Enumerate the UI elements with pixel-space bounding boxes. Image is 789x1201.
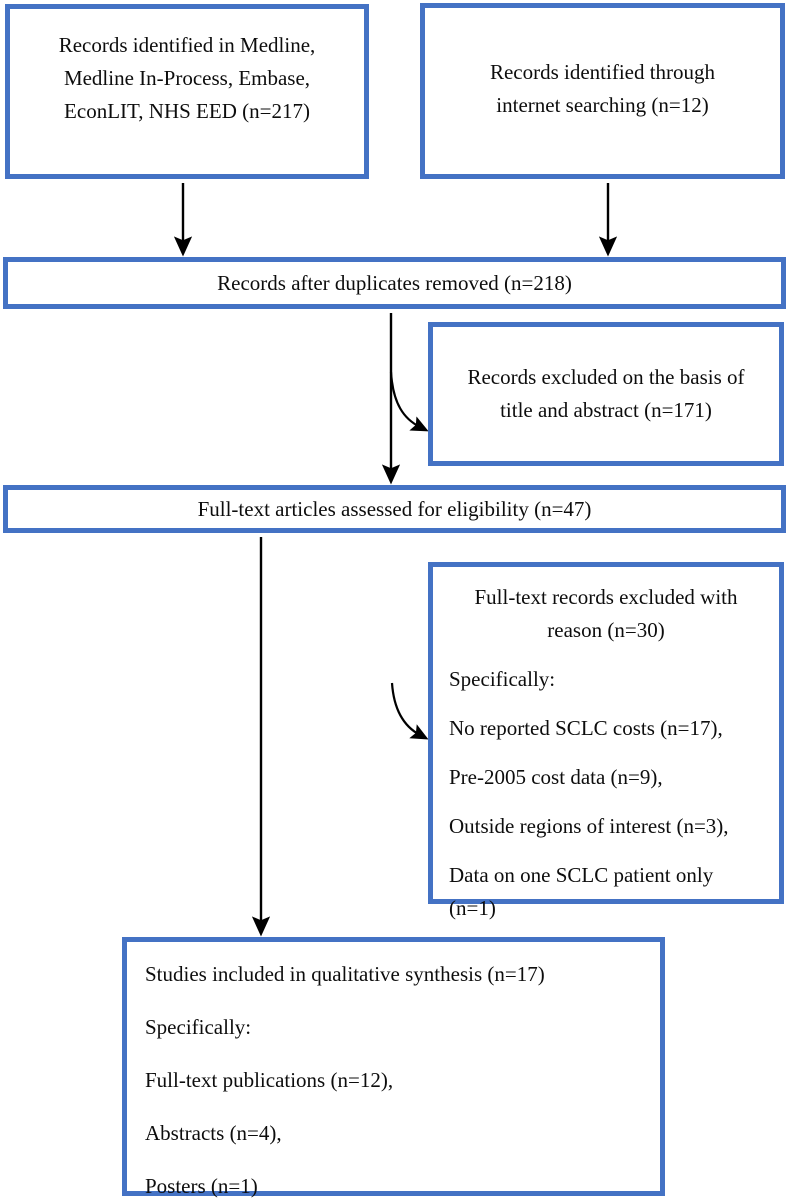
box-reason-line: Pre-2005 cost data (n=9),: [449, 765, 663, 789]
arrow-curved-to-excluded-with-reason: [390, 682, 429, 740]
box-fulltext-records-excluded-with-reason: Full-text records excluded with reason (…: [428, 562, 784, 920]
box-line: Specifically:: [145, 1015, 252, 1039]
box-reason-line: Data on one SCLC patient only (n=1): [449, 863, 719, 920]
box-line: Medline In-Process, Embase,: [63, 66, 311, 90]
box-line: Records identified through: [489, 60, 716, 84]
box-line: Records identified in Medline,: [58, 33, 316, 57]
box-reason-line: Specifically:: [449, 667, 556, 691]
box-records-excluded-title-abstract: Records excluded on the basis of title a…: [428, 322, 784, 466]
box-reason-line: No reported SCLC costs (n=17),: [449, 716, 723, 740]
box-records-identified-internet: Records identified through internet sear…: [420, 3, 785, 179]
box-line: Full-text articles assessed for eligibil…: [197, 496, 592, 521]
arrow-curved-to-excluded-title-abstract: [389, 371, 429, 432]
box-line: Posters (n=1): [145, 1174, 258, 1198]
box-records-after-duplicates-removed: Records after duplicates removed (n=218): [3, 257, 786, 309]
box-line: Abstracts (n=4),: [145, 1121, 282, 1145]
box-fulltext-articles-assessed: Full-text articles assessed for eligibil…: [3, 485, 786, 533]
box-line: internet searching (n=12): [496, 93, 709, 117]
box-line: Studies included in qualitative synthesi…: [145, 962, 545, 986]
box-line: title and abstract (n=171): [500, 398, 712, 422]
spacer: [439, 8, 766, 56]
box-reason-line: Outside regions of interest (n=3),: [449, 814, 729, 838]
box-heading-line: reason (n=30): [547, 618, 665, 642]
box-records-identified-databases: Records identified in Medline, Medline I…: [5, 4, 369, 179]
box-line: Records after duplicates removed (n=218): [217, 270, 572, 295]
box-line: Full-text publications (n=12),: [145, 1068, 394, 1092]
box-studies-included-qualitative-synthesis: Studies included in qualitative synthesi…: [122, 937, 665, 1198]
spacer: [20, 9, 354, 29]
box-line: Records excluded on the basis of: [467, 365, 745, 389]
box-line: EconLIT, NHS EED (n=217): [64, 99, 310, 123]
box-heading-line: Full-text records excluded with: [474, 585, 738, 609]
